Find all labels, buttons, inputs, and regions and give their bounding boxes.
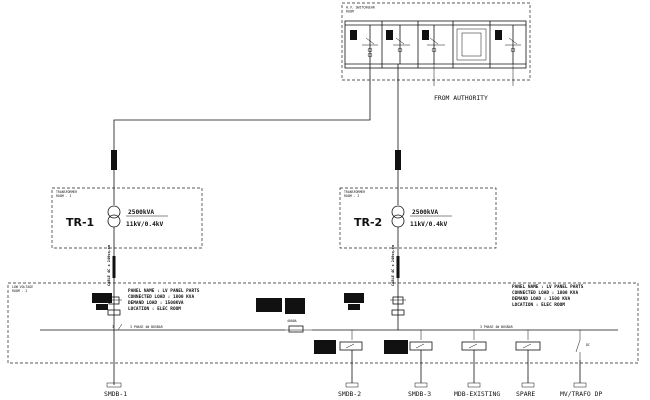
transformer-2-rating: 2500kVA (412, 209, 438, 216)
feeder-label-spare: SPARE (516, 390, 535, 398)
bus-coupler: 4000A (256, 298, 312, 333)
transformer-1-rating: 2500kVA (128, 209, 154, 216)
hv-room-boundary (341, 2, 531, 81)
transformer-1-ratio: 11kV/0.4kV (126, 221, 164, 228)
transformer-room-1-title: TRANSFORMER (56, 190, 77, 194)
transformer-room-1-boundary (51, 187, 203, 249)
transformer-1-name: TR-1 (66, 216, 94, 229)
from-authority-label: FROM AUTHORITY (434, 94, 488, 102)
transformer-room-2: TRANSFORMER ROOM - 2 TR-2 2500kVA 11kV/0… (339, 187, 497, 249)
panel-right-demand-load: DEMAND LOAD : 1500 KVA (512, 296, 571, 302)
hv-cable-termination-tr2 (395, 150, 401, 170)
hv-switchgear-room: H.V. SWITCHGEAR ROOM (341, 2, 531, 102)
transformer-1-secondary-winding (107, 214, 121, 228)
feeder-label-smdb2: SMDB-2 (338, 390, 361, 398)
panel-left-connected-load: CONNECTED LOAD : 1800 KVA (128, 294, 194, 300)
lv-room-boundary (7, 282, 639, 364)
tr2-lv-cable-label: CABLE 4C x 240sq.mm (391, 244, 395, 286)
transformer-2-name: TR-2 (354, 216, 382, 229)
transformer-room-2-subtitle: ROOM - 2 (344, 194, 359, 198)
hv-switchgear-lineup (344, 20, 527, 69)
feeder-label-mv-trafo-dp: MV/TRAFO DP (560, 390, 602, 398)
feeder-label-mdb-existing: MDB-EXISTING (454, 390, 500, 398)
outgoing-feeders: SMDB-1 SMDB-2 SMDB-3 MDB-EXISTING SPARE … (104, 350, 602, 398)
tr1-lv-cable-label: CABLE 4C x 240sq.mm (107, 244, 111, 286)
panel-right-connected-load: CONNECTED LOAD : 1800 KVA (512, 290, 578, 296)
hv-panel-4 (456, 28, 487, 61)
panel-left-demand-load: DEMAND LOAD : 1500KVA (128, 300, 184, 306)
lv-incomer-cables: CABLE 4C x 240sq.mm CABLE 4C x 240sq.mm (107, 227, 400, 385)
hv-feeders (111, 64, 401, 205)
hv-room-title: H.V. SWITCHGEAR (346, 6, 375, 10)
incomer-1-block: PANEL NAME : LV PANEL PARTS CONNECTED LO… (92, 288, 200, 316)
hv-panel-3 (422, 25, 445, 64)
feeder-breaker-smdb3 (384, 330, 433, 354)
lv-room-subtitle: ROOM - 2 (12, 289, 27, 293)
feeder-breaker-smdb2 (314, 330, 363, 354)
bus-coupler-rating: 4000A (287, 319, 297, 323)
busbar-left-label: 3 PHASE 4W BUSBAR (130, 325, 163, 329)
transformer-2-primary-winding (391, 205, 405, 219)
low-voltage-room: LOW VOLTAGE ROOM - 2 PANEL NAME : LV PAN… (7, 282, 639, 364)
feeder-breaker-spare (515, 330, 541, 351)
svg-text:3: 3 (112, 325, 114, 329)
feeder-label-smdb3: SMDB-3 (408, 390, 431, 398)
busbar-right-label: 3 PHASE 4W BUSBAR (480, 325, 513, 329)
feeder-switch-mv-trafo-dp: DC (575, 330, 590, 360)
transformer-room-1-subtitle: ROOM - 1 (56, 194, 71, 198)
hv-cable-termination-tr1 (111, 150, 117, 170)
panel-left-location: LOCATION : ELEC ROOM (128, 306, 181, 312)
transformer-1-primary-winding (107, 205, 121, 219)
incomer-2-block: PANEL NAME : LV PANEL PARTS CONNECTED LO… (344, 284, 584, 316)
lv-room-title: LOW VOLTAGE (12, 285, 33, 289)
transformer-2-ratio: 11kV/0.4kV (410, 221, 448, 228)
feeder-breaker-mdb-existing (461, 330, 487, 351)
hv-panel-5 (495, 25, 521, 64)
panel-right-name: PANEL NAME : LV PANEL PARTS (512, 284, 584, 290)
hv-panel-1 (350, 25, 378, 64)
transformer-room-1: TRANSFORMER ROOM - 1 TR-1 2500kVA 11kV/0… (51, 187, 203, 249)
hv-panel-2 (386, 25, 410, 64)
svg-text:DC: DC (586, 343, 590, 347)
transformer-2-secondary-winding (391, 214, 405, 228)
hv-room-subtitle: ROOM (346, 10, 354, 14)
feeder-label-smdb1: SMDB-1 (104, 390, 127, 398)
panel-left-name: PANEL NAME : LV PANEL PARTS (128, 288, 200, 294)
transformer-room-2-boundary (339, 187, 497, 249)
panel-right-location: LOCATION : ELEC ROOM (512, 302, 565, 308)
transformer-room-2-title: TRANSFORMER (344, 190, 365, 194)
